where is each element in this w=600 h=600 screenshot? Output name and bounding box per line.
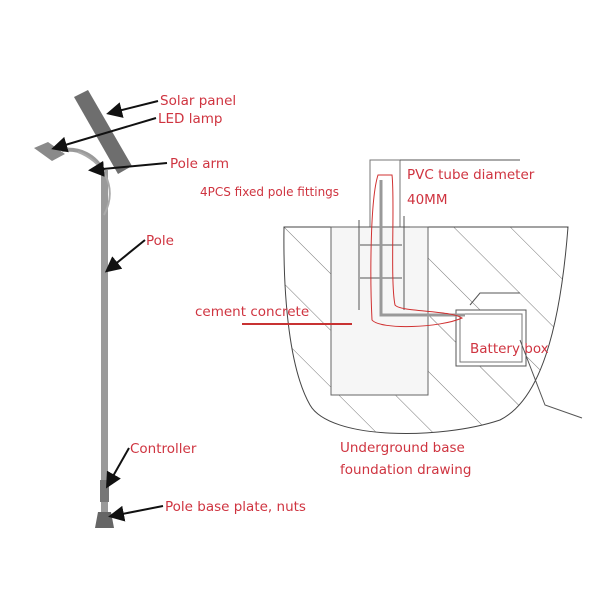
- controller-box: [100, 480, 109, 502]
- led-lamp: [34, 142, 65, 161]
- labels: Solar panel LED lamp Pole arm 4PCS fixed…: [130, 93, 549, 515]
- solar-panel: [74, 90, 132, 174]
- label-foundation-1: Underground base: [340, 440, 465, 456]
- label-pvc-size: 40MM: [407, 192, 447, 208]
- callout-arrows: [51, 100, 168, 522]
- pole-stub: [369, 159, 401, 228]
- foundation-drawing: [242, 159, 583, 434]
- pvc-tube-highlight: [370, 174, 464, 327]
- label-solar-panel: Solar panel: [160, 93, 236, 109]
- label-foundation-2: foundation drawing: [340, 462, 471, 478]
- label-fittings: 4PCS fixed pole fittings: [200, 185, 339, 199]
- label-cement: cement concrete: [195, 304, 309, 320]
- label-led-lamp: LED lamp: [158, 111, 222, 127]
- pole: [101, 170, 108, 515]
- pvc-tube: [379, 180, 465, 317]
- street-light: [34, 90, 132, 528]
- label-battery-box: Battery box: [470, 341, 549, 357]
- label-pole: Pole: [146, 233, 174, 249]
- base-plate: [95, 512, 114, 528]
- battery-box: [455, 309, 527, 367]
- label-pole-arm: Pole arm: [170, 156, 229, 172]
- label-base-plate: Pole base plate, nuts: [165, 499, 306, 515]
- label-controller: Controller: [130, 441, 197, 457]
- label-pvc-tube: PVC tube diameter: [407, 167, 535, 183]
